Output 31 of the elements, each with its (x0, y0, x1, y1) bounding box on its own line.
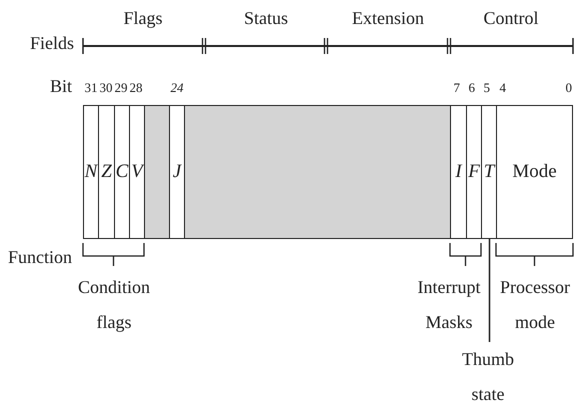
field-name: Status (244, 8, 288, 29)
row-label: Function (8, 247, 72, 268)
bit-number: 30 (100, 80, 112, 96)
register-bit-cell: N (83, 105, 99, 239)
bit-number: 6 (468, 80, 475, 96)
reserved-bits-cell (184, 105, 451, 239)
register-bit-cell: Z (98, 105, 115, 239)
register-bit-cell: C (114, 105, 130, 239)
function-label: Interrupt Masks (416, 276, 482, 334)
bit-number: 29 (114, 80, 128, 96)
register-bit-cell: F (466, 105, 482, 239)
row-label: Fields (30, 33, 74, 54)
bit-number: 5 (484, 80, 490, 96)
register-bit-cell: T (481, 105, 497, 239)
function-label: Condition flags (76, 276, 151, 334)
row-label: Bit (50, 76, 72, 97)
bit-number: 28 (130, 80, 142, 96)
reserved-bits-cell (144, 105, 170, 239)
bit-number: 24 (170, 80, 184, 96)
bit-number: 7 (454, 80, 460, 96)
bit-number: 4 (500, 80, 506, 96)
field-name: Control (484, 8, 539, 29)
field-name: Extension (352, 8, 424, 29)
function-label: Processor mode (499, 276, 571, 334)
register-bit-cell: I (450, 105, 467, 239)
function-label: Thumb state (458, 342, 518, 404)
leader-line (488, 239, 490, 342)
bit-number: 0 (566, 80, 572, 96)
register-bit-cell: Mode (496, 105, 573, 239)
field-name: Flags (124, 8, 163, 29)
bit-number: 31 (84, 80, 98, 96)
